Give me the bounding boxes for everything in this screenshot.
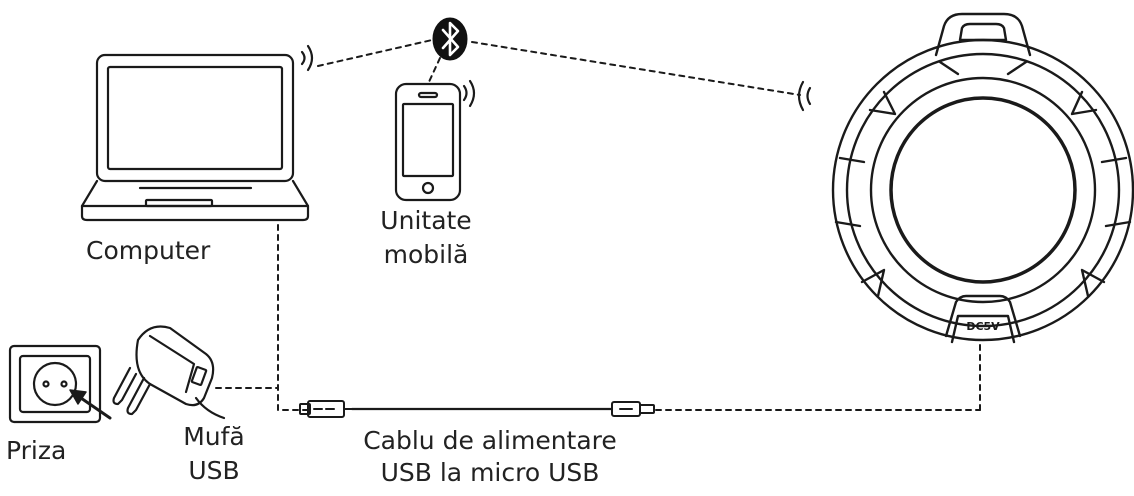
insert-arrow-icon (69, 389, 112, 420)
socket-label: Priza (6, 436, 67, 465)
speaker-port-label: DC5V (966, 320, 1000, 333)
bluetooth-icon (432, 17, 468, 61)
computer-label: Computer (86, 236, 211, 265)
usb-charger-icon (112, 325, 226, 420)
usb-plug-label-line1: Mufă (183, 422, 245, 451)
bluetooth-connection-lines (317, 39, 801, 96)
mobile-phone-icon (394, 82, 462, 202)
wireless-signal-icon (797, 80, 812, 112)
wireless-signal-icon (462, 79, 476, 108)
cable-label-line1: Cablu de alimentare (363, 426, 617, 455)
cable-label-line2: USB la micro USB (380, 458, 600, 487)
laptop-icon (80, 53, 310, 222)
wall-socket-icon (8, 344, 102, 424)
usb-cable-icon (299, 400, 655, 418)
speaker-icon (831, 12, 1134, 344)
usb-plug-label-line2: USB (188, 456, 240, 485)
mobile-unit-label-line1: Unitate (380, 206, 472, 235)
mobile-unit-label-line2: mobilă (383, 240, 469, 269)
usb-wire-lines (215, 224, 981, 411)
wireless-signal-icon (300, 44, 314, 72)
